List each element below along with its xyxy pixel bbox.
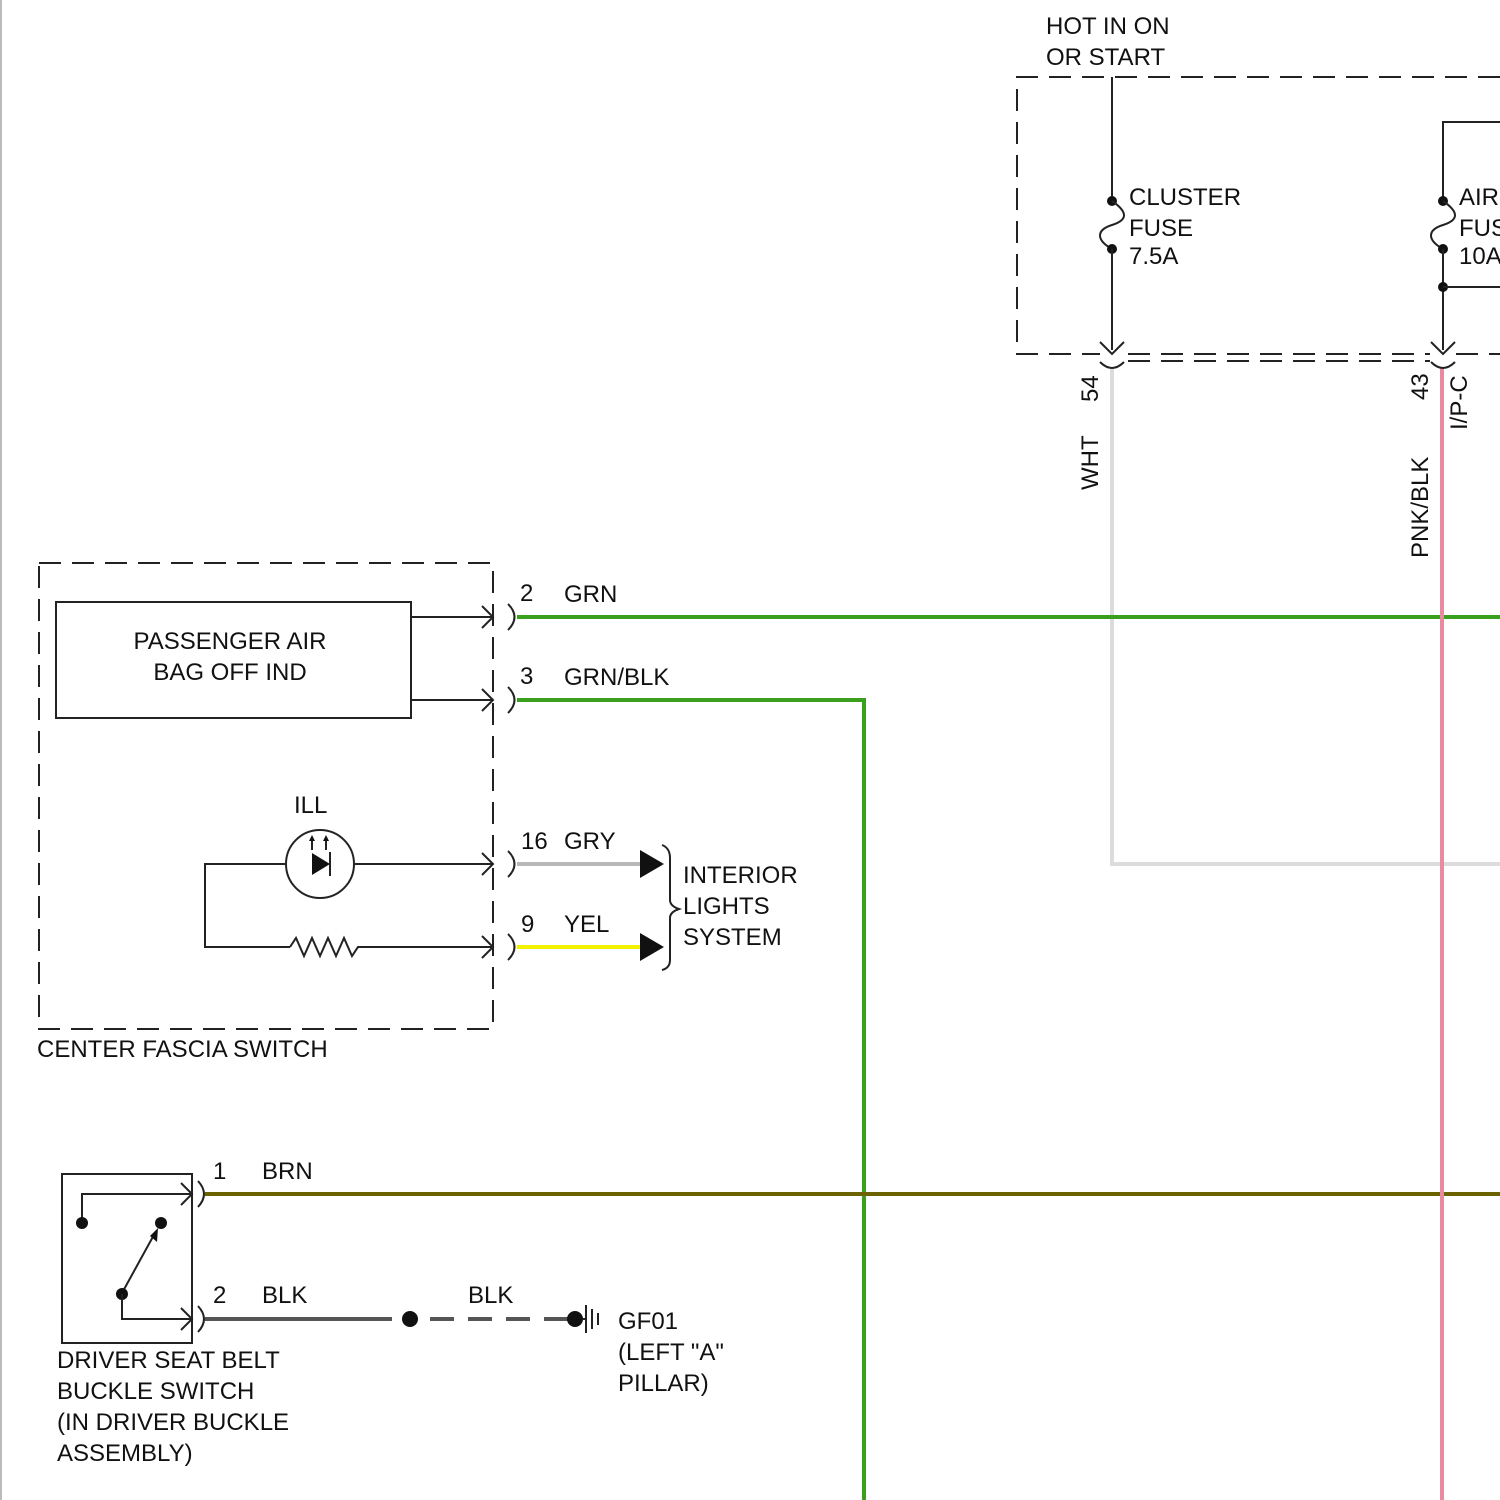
buckle-pin1-socket-icon	[198, 1181, 204, 1207]
pin54-label: 54	[1077, 375, 1104, 402]
wire-yel-label: YEL	[564, 911, 609, 938]
buckle-contact-open	[155, 1217, 167, 1229]
wire-blk-ground-label: BLK	[468, 1282, 513, 1309]
pin9-socket-icon	[508, 934, 515, 960]
gry-destination-arrow-icon	[640, 850, 664, 878]
ground-gf01: GF01 (LEFT "A" PILLAR)	[567, 1305, 724, 1397]
fuse2-label-line1: AIR	[1459, 184, 1499, 211]
connector-ipc-label: I/P-C	[1446, 375, 1473, 430]
fuse-block: HOT IN ON OR START CLUSTER FUSE 7.5A AIR…	[1017, 13, 1500, 558]
buckle-switch-blade	[122, 1233, 155, 1293]
pin43-socket-icon	[1431, 362, 1455, 368]
pin9-label: 9	[521, 911, 534, 938]
blk-splice	[402, 1311, 418, 1327]
wire-gry-label: GRY	[564, 828, 616, 855]
buckle-title-line1: DRIVER SEAT BELT	[57, 1347, 280, 1374]
ground-label-line3: PILLAR)	[618, 1370, 709, 1397]
fuse1-label-line2: FUSE	[1129, 215, 1193, 242]
fuse-block-outline	[1017, 77, 1500, 354]
airbag-indicator-line1: PASSENGER AIR	[134, 628, 327, 655]
wire-grn-blk-label: GRN/BLK	[564, 664, 669, 691]
buckle-title-line4: ASSEMBLY)	[57, 1440, 193, 1467]
hot-label-line1: HOT IN ON	[1046, 13, 1170, 40]
wire-pnk-blk-label: PNK/BLK	[1407, 457, 1434, 558]
buckle-switch: 1 BRN 2 BLK BLK DRIVER SEAT BELT BUCKLE …	[57, 1158, 513, 1467]
center-fascia-title: CENTER FASCIA SWITCH	[37, 1036, 328, 1063]
pin16-label: 16	[521, 828, 548, 855]
ill-label: ILL	[294, 792, 327, 819]
interior-lights-line2: LIGHTS	[683, 893, 770, 920]
resistor-icon	[290, 938, 493, 956]
interior-lights-line1: INTERIOR	[683, 862, 798, 889]
ground-label-line2: (LEFT "A"	[618, 1339, 724, 1366]
wire-brn-label: BRN	[262, 1158, 313, 1185]
wire-blk-label: BLK	[262, 1282, 307, 1309]
ground-terminal	[567, 1311, 583, 1327]
fuse2-icon	[1431, 201, 1455, 249]
fuse1-label-line3: 7.5A	[1129, 243, 1178, 270]
interior-lights-brace-icon	[662, 845, 679, 970]
pin3-label: 3	[520, 663, 533, 690]
buckle-switch-top-lead	[82, 1194, 192, 1222]
fuse1-icon	[1100, 201, 1124, 249]
fuse2-label-line2: FUS	[1459, 215, 1500, 242]
hot-label-line2: OR START	[1046, 44, 1165, 71]
pin2-socket-icon	[508, 604, 515, 630]
pin2-label: 2	[520, 580, 533, 607]
buckle-switch-bottom-lead	[122, 1294, 192, 1319]
buckle-pin1-label: 1	[213, 1158, 226, 1185]
buckle-pin2-label: 2	[213, 1282, 226, 1309]
interior-lights-system: INTERIOR LIGHTS SYSTEM	[662, 845, 798, 970]
interior-lights-line3: SYSTEM	[683, 924, 782, 951]
wires	[205, 368, 1500, 1500]
fuse2-label-line3: 10A	[1459, 243, 1500, 270]
buckle-pin2-socket-icon	[198, 1306, 204, 1332]
pin54-socket-icon	[1100, 362, 1124, 368]
airbag-indicator-line2: BAG OFF IND	[153, 659, 306, 686]
yel-destination-arrow-icon	[640, 933, 664, 961]
center-fascia-switch: PASSENGER AIR BAG OFF IND 2 GRN 3 GRN/BL…	[37, 563, 669, 1063]
ground-label-line1: GF01	[618, 1308, 678, 1335]
buckle-contact-fixed	[76, 1217, 88, 1229]
pin16-socket-icon	[508, 851, 515, 877]
buckle-title-line2: BUCKLE SWITCH	[57, 1378, 254, 1405]
buckle-title-line3: (IN DRIVER BUCKLE	[57, 1409, 289, 1436]
wire-wht-label: WHT	[1077, 435, 1104, 490]
pin3-socket-icon	[508, 687, 515, 713]
pin43-label: 43	[1407, 373, 1434, 400]
wire-grn-label: GRN	[564, 581, 617, 608]
fuse1-label-line1: CLUSTER	[1129, 184, 1241, 211]
